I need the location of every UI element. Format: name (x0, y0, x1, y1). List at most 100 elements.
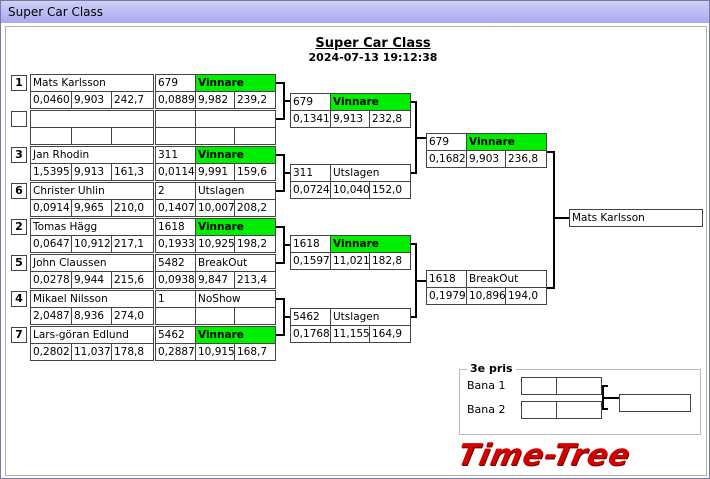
reaction-time-field[interactable]: 0,0914 (30, 199, 72, 217)
speed-field[interactable]: 178,8 (111, 343, 154, 361)
speed-field[interactable]: 194,0 (505, 287, 547, 305)
reaction-time-field[interactable] (30, 127, 72, 145)
car-number-field[interactable]: 311 (155, 146, 196, 164)
result-field[interactable]: Utslagen (195, 182, 276, 200)
speed-field[interactable]: 182,8 (369, 252, 411, 270)
elapsed-time-field[interactable]: 9,944 (71, 271, 112, 289)
elapsed-time-field[interactable]: 9,982 (195, 91, 235, 109)
elapsed-time-field[interactable] (195, 307, 235, 325)
reaction-time-field[interactable]: 0,0114 (155, 163, 196, 181)
speed-field[interactable]: 242,7 (111, 91, 154, 109)
reaction-time-field[interactable]: 1,5395 (30, 163, 72, 181)
result-field[interactable]: Utslagen (330, 164, 411, 182)
result-field[interactable]: Vinnare (330, 235, 411, 253)
speed-field[interactable]: 232,8 (369, 110, 411, 128)
result-field[interactable]: NoShow (195, 290, 276, 308)
elapsed-time-field[interactable]: 10,925 (195, 235, 235, 253)
reaction-time-field[interactable] (155, 307, 196, 325)
speed-field[interactable]: 210,0 (111, 199, 154, 217)
speed-field[interactable]: 236,8 (505, 150, 547, 168)
reaction-time-field[interactable]: 2,0487 (30, 307, 72, 325)
car-number-field[interactable]: 2 (155, 182, 196, 200)
reaction-time-field[interactable]: 0,0647 (30, 235, 72, 253)
driver-name-field[interactable] (30, 110, 154, 128)
speed-field[interactable]: 274,0 (111, 307, 154, 325)
speed-field[interactable]: 159,6 (234, 163, 276, 181)
reaction-time-field[interactable]: 0,1979 (426, 287, 467, 305)
lane2-number-field[interactable] (521, 401, 557, 419)
elapsed-time-field[interactable]: 10,915 (195, 343, 235, 361)
driver-name-field[interactable]: Lars-göran Edlund (30, 326, 154, 344)
result-field[interactable]: Vinnare (466, 133, 547, 151)
result-field[interactable]: Vinnare (330, 93, 411, 111)
champion-field[interactable]: Mats Karlsson (569, 209, 703, 227)
result-field[interactable]: BreakOut (195, 254, 276, 272)
car-number-field[interactable]: 1618 (426, 270, 467, 288)
driver-name-field[interactable]: Jan Rhodin (30, 146, 154, 164)
reaction-time-field[interactable]: 0,1682 (426, 150, 467, 168)
reaction-time-field[interactable]: 0,1341 (290, 110, 331, 128)
speed-field[interactable]: 161,3 (111, 163, 154, 181)
speed-field[interactable] (234, 307, 276, 325)
car-number-field[interactable]: 679 (426, 133, 467, 151)
result-field[interactable]: Vinnare (195, 326, 276, 344)
reaction-time-field[interactable]: 0,0889 (155, 91, 196, 109)
car-number-field[interactable] (155, 110, 196, 128)
car-number-field[interactable]: 5462 (155, 326, 196, 344)
third-place-winner-field[interactable] (619, 394, 691, 412)
elapsed-time-field[interactable]: 8,936 (71, 307, 112, 325)
elapsed-time-field[interactable]: 10,040 (330, 181, 370, 199)
speed-field[interactable]: 239,2 (234, 91, 276, 109)
car-number-field[interactable]: 679 (290, 93, 331, 111)
elapsed-time-field[interactable]: 9,903 (466, 150, 506, 168)
speed-field[interactable] (111, 127, 154, 145)
reaction-time-field[interactable]: 0,1768 (290, 325, 331, 343)
car-number-field[interactable]: 311 (290, 164, 331, 182)
car-number-field[interactable]: 1618 (155, 218, 196, 236)
reaction-time-field[interactable]: 0,2802 (30, 343, 72, 361)
elapsed-time-field[interactable]: 10,007 (195, 199, 235, 217)
result-field[interactable] (195, 110, 276, 128)
lane1-result-field[interactable] (556, 377, 602, 395)
reaction-time-field[interactable]: 0,1597 (290, 252, 331, 270)
elapsed-time-field[interactable]: 9,913 (71, 163, 112, 181)
result-field[interactable]: BreakOut (466, 270, 547, 288)
driver-name-field[interactable]: Tomas Hägg (30, 218, 154, 236)
driver-name-field[interactable]: Christer Uhlin (30, 182, 154, 200)
reaction-time-field[interactable]: 0,0278 (30, 271, 72, 289)
speed-field[interactable]: 208,2 (234, 199, 276, 217)
speed-field[interactable] (234, 127, 276, 145)
speed-field[interactable]: 164,9 (369, 325, 411, 343)
lane2-result-field[interactable] (556, 401, 602, 419)
result-field[interactable]: Utslagen (330, 308, 411, 326)
elapsed-time-field[interactable]: 9,913 (330, 110, 370, 128)
elapsed-time-field[interactable]: 10,912 (71, 235, 112, 253)
reaction-time-field[interactable]: 0,0724 (290, 181, 331, 199)
reaction-time-field[interactable]: 0,1407 (155, 199, 196, 217)
driver-name-field[interactable]: John Claussen (30, 254, 154, 272)
reaction-time-field[interactable]: 0,0938 (155, 271, 196, 289)
reaction-time-field[interactable] (155, 127, 196, 145)
speed-field[interactable]: 168,7 (234, 343, 276, 361)
driver-name-field[interactable]: Mikael Nilsson (30, 290, 154, 308)
result-field[interactable]: Vinnare (195, 218, 276, 236)
elapsed-time-field[interactable]: 9,903 (71, 91, 112, 109)
car-number-field[interactable]: 1 (155, 290, 196, 308)
driver-name-field[interactable]: Mats Karlsson (30, 74, 154, 92)
speed-field[interactable]: 215,6 (111, 271, 154, 289)
speed-field[interactable]: 198,2 (234, 235, 276, 253)
reaction-time-field[interactable]: 0,2887 (155, 343, 196, 361)
elapsed-time-field[interactable] (195, 127, 235, 145)
elapsed-time-field[interactable]: 9,965 (71, 199, 112, 217)
result-field[interactable]: Vinnare (195, 146, 276, 164)
speed-field[interactable]: 152,0 (369, 181, 411, 199)
elapsed-time-field[interactable]: 11,037 (71, 343, 112, 361)
car-number-field[interactable]: 5462 (290, 308, 331, 326)
elapsed-time-field[interactable]: 9,847 (195, 271, 235, 289)
title-bar[interactable]: Super Car Class (1, 1, 709, 23)
elapsed-time-field[interactable]: 11,021 (330, 252, 370, 270)
elapsed-time-field[interactable] (71, 127, 112, 145)
elapsed-time-field[interactable]: 11,155 (330, 325, 370, 343)
reaction-time-field[interactable]: 0,0460 (30, 91, 72, 109)
elapsed-time-field[interactable]: 10,896 (466, 287, 506, 305)
